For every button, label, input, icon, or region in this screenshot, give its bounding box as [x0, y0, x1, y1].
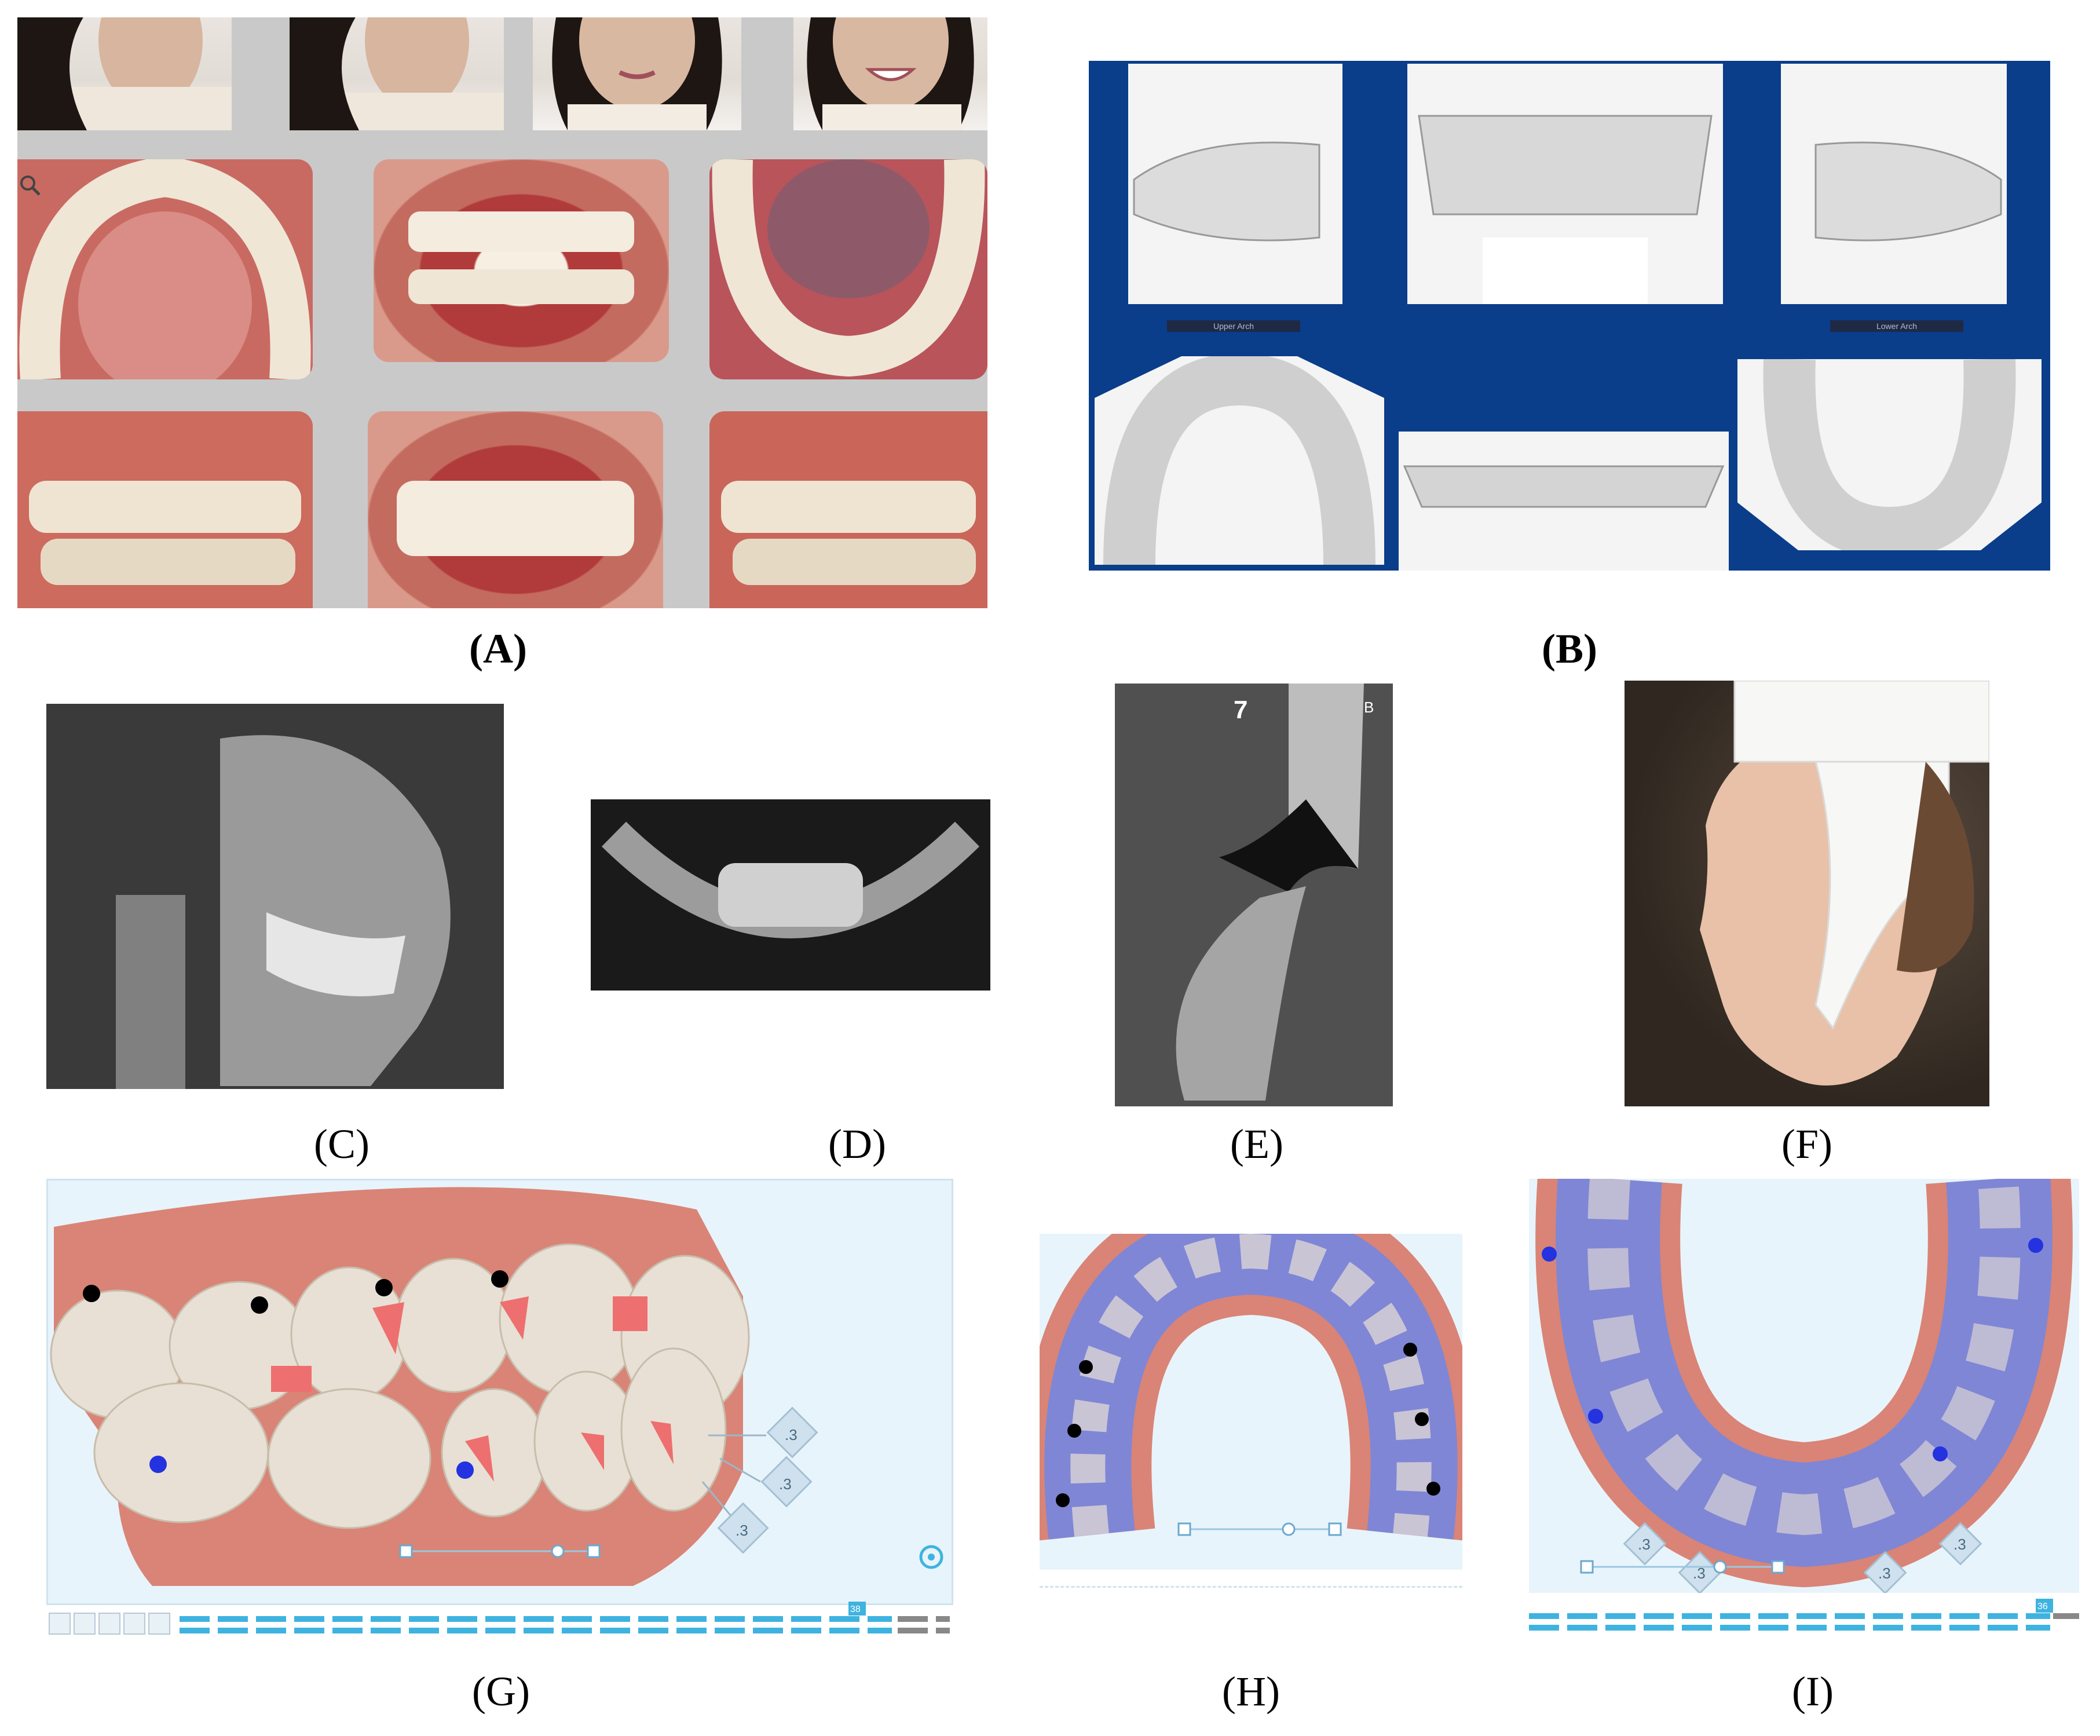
panel-i-aligner-lower-arch: .3 .3 .3 .3 — [1529, 1179, 2079, 1593]
slice-number: 7 — [1234, 696, 1247, 724]
frontal-open-intraoral-photo — [374, 159, 669, 362]
frontal-closed-intraoral-photo — [368, 411, 663, 608]
panel-b-caption: (B) — [1542, 626, 1597, 672]
panel-g-aligner-side-view: .3 .3 .3 — [46, 1179, 953, 1605]
play-controls-icon[interactable] — [49, 1613, 170, 1635]
panel-g-timeline[interactable]: 38 — [46, 1602, 950, 1654]
stage-marker: 38 — [850, 1605, 861, 1614]
panel-b-digital-models: Upper Arch Lower Arch — [1089, 61, 2050, 571]
panel-a-caption: (A) — [469, 626, 527, 672]
lower-arch-label: Lower Arch — [1830, 320, 1963, 332]
panel-h-caption: (H) — [1222, 1668, 1280, 1715]
lower-arch-occlusal-model — [1737, 359, 2042, 550]
model-right-view — [1128, 64, 1342, 304]
model-left-view — [1781, 64, 2007, 304]
panel-e-caption: (E) — [1230, 1121, 1283, 1167]
upper-occlusal-photo — [17, 159, 313, 379]
zoom-plus-handle[interactable] — [587, 1544, 601, 1558]
lower-occlusal-photo — [709, 159, 987, 379]
zoom-slider-knob[interactable] — [551, 1544, 565, 1558]
attachment-tag-4[interactable]: .3 — [1953, 1536, 1966, 1553]
magnifier-icon[interactable] — [19, 174, 42, 197]
attachment-tag-3[interactable]: .3 — [1878, 1565, 1891, 1582]
panel-d-panoramic-xray — [591, 799, 990, 991]
attachment-tag-1[interactable]: .3 — [1638, 1536, 1651, 1553]
zoom-slider-knob[interactable] — [1713, 1560, 1727, 1574]
attachment-tag-3[interactable]: .3 — [736, 1522, 748, 1539]
upper-arch-occlusal-model — [1095, 356, 1384, 565]
zoom-plus-handle[interactable] — [1328, 1522, 1342, 1536]
frontal-photo — [533, 17, 741, 130]
attachment-tag-2[interactable]: .3 — [1693, 1565, 1706, 1582]
zoom-slider-knob[interactable] — [1282, 1522, 1296, 1536]
zoom-minus-handle[interactable] — [1580, 1560, 1594, 1574]
upper-arch-label: Upper Arch — [1167, 320, 1300, 332]
panel-h-aligner-upper-arch — [1040, 1234, 1462, 1570]
panel-i-timeline[interactable]: 36 — [1529, 1599, 2079, 1633]
recenter-icon[interactable] — [919, 1545, 943, 1569]
frontal-smile-photo — [793, 17, 987, 130]
zoom-plus-handle[interactable] — [1771, 1560, 1785, 1574]
slice-orientation-letter: B — [1364, 699, 1374, 716]
lower-frontal-model — [1399, 432, 1729, 571]
zoom-minus-handle[interactable] — [399, 1544, 413, 1558]
right-buccal-photo — [17, 411, 313, 608]
panel-f-caption: (F) — [1781, 1121, 1832, 1167]
panel-g-caption: (G) — [472, 1668, 530, 1715]
panel-e-cbct-slice: 7 B — [1115, 684, 1393, 1106]
panel-f-head-bandage-photo — [1625, 681, 1989, 1106]
panel-h-timeline[interactable] — [1040, 1586, 1462, 1591]
attachment-tag-1[interactable]: .3 — [785, 1426, 797, 1443]
stage-marker: 36 — [2037, 1602, 2048, 1611]
zoom-minus-handle[interactable] — [1177, 1522, 1191, 1536]
model-frontal-view — [1407, 64, 1723, 304]
attachment-tag-2[interactable]: .3 — [779, 1475, 792, 1493]
panel-d-caption: (D) — [828, 1121, 886, 1167]
panel-a-clinical-photos — [17, 17, 987, 608]
profile-photo-left — [17, 17, 232, 130]
panel-i-caption: (I) — [1792, 1668, 1834, 1715]
profile-photo-smile — [290, 17, 504, 130]
panel-c-cephalogram — [46, 704, 504, 1089]
left-buccal-photo — [709, 411, 987, 608]
panel-c-caption: (C) — [314, 1121, 369, 1167]
